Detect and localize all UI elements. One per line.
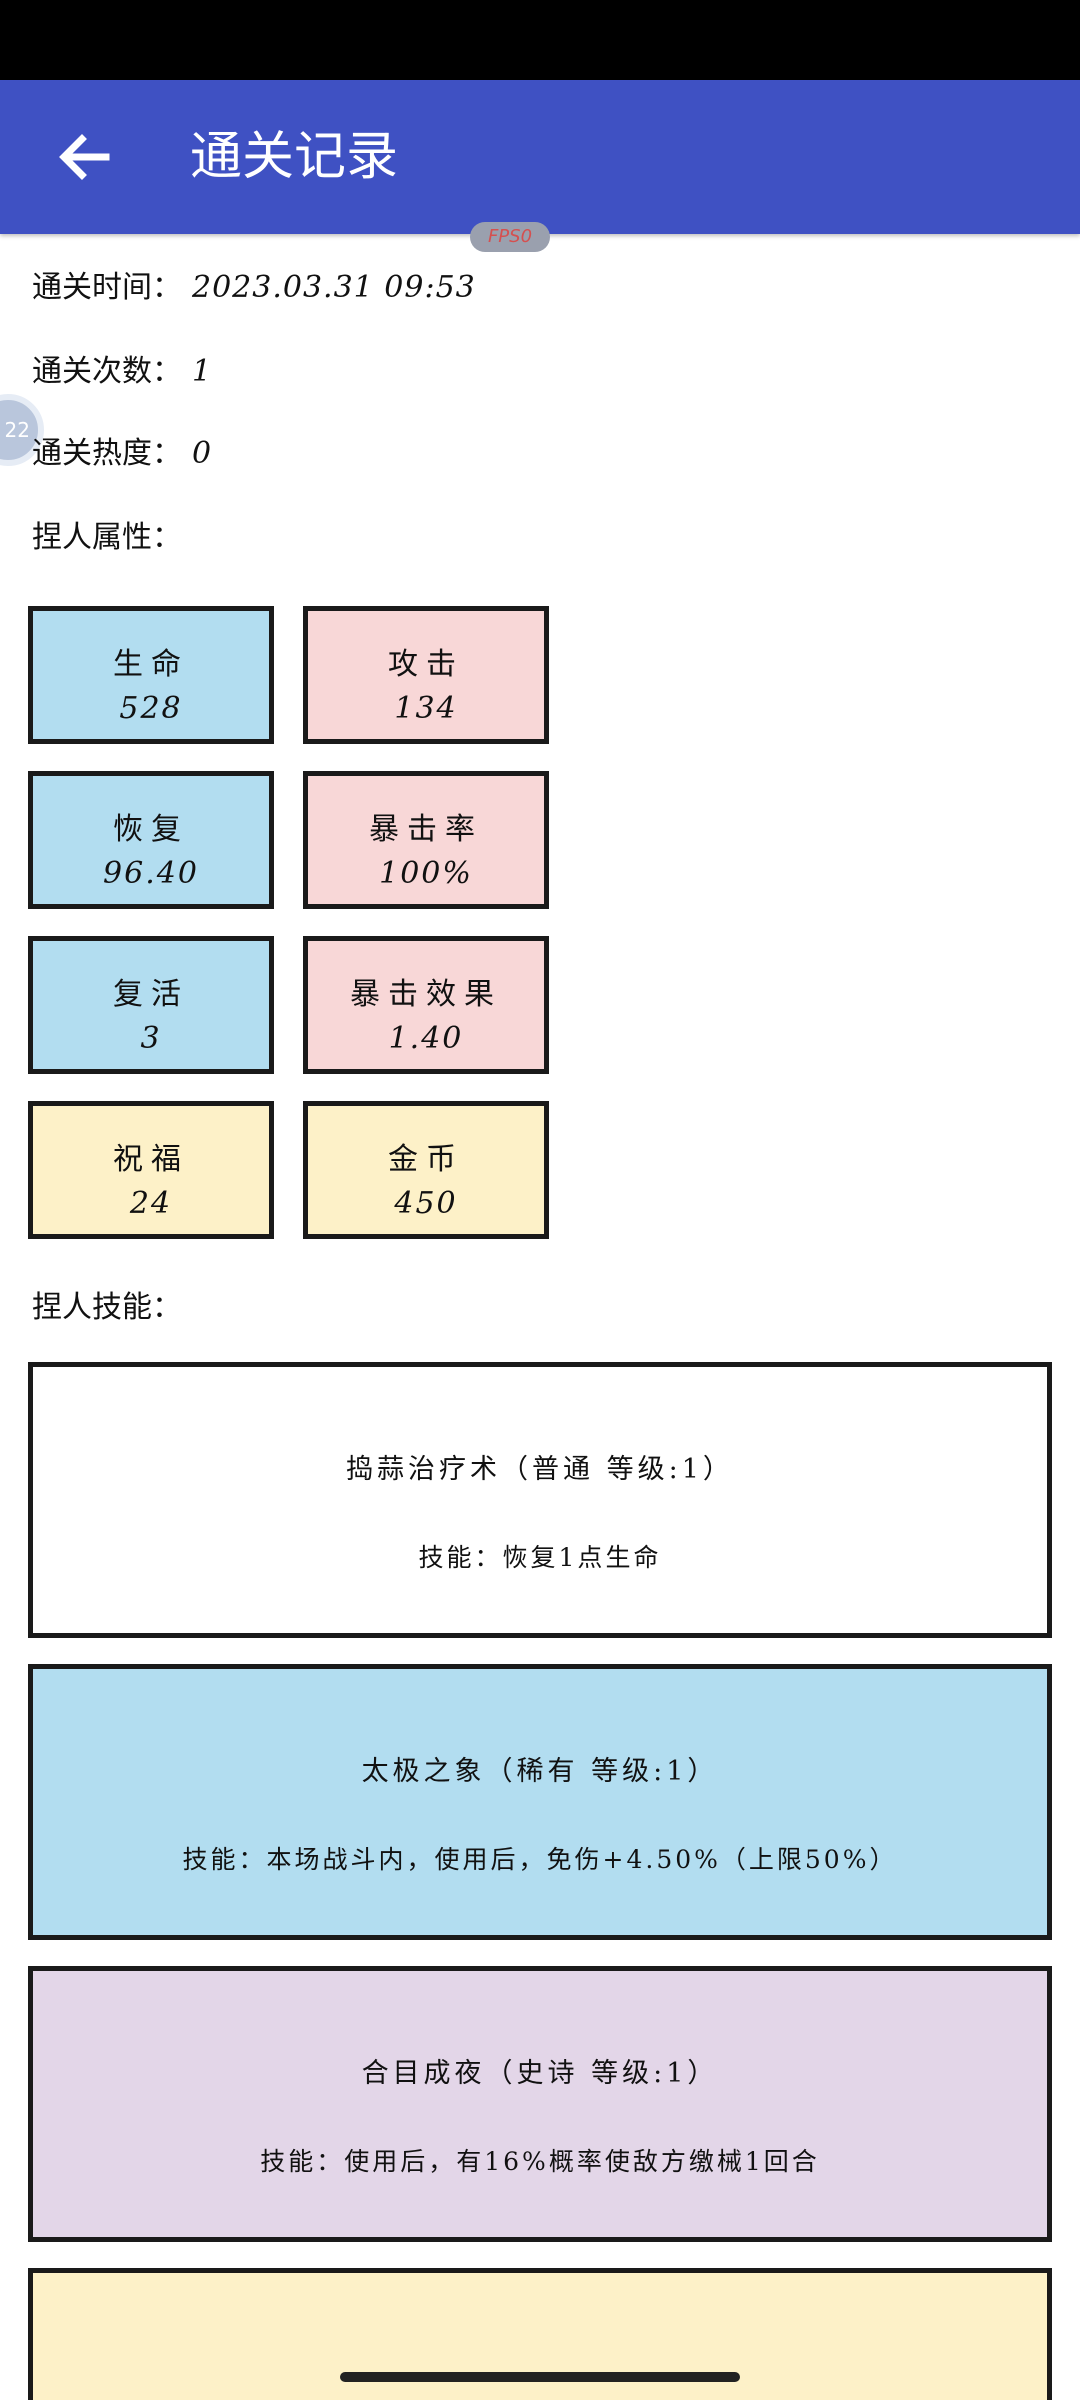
stat-label: 祝福 (113, 1142, 189, 1177)
skill-desc: 技能：本场战斗内，使用后，免伤+4.50%（上限50%） (182, 1845, 898, 1874)
arrow-left-icon (59, 134, 110, 180)
skill-name: 捣蒜治疗术（普通 等级:1） (346, 1454, 734, 1485)
clear-time-value: 2023.03.31 09:53 (192, 270, 476, 305)
attributes-heading: 捏人属性： (32, 512, 182, 556)
clear-time-row: 通关时间： 2023.03.31 09:53 (32, 262, 476, 306)
attributes-label: 捏人属性： (32, 520, 182, 555)
skills-heading: 捏人技能： (32, 1290, 182, 1325)
clear-heat-row: 通关热度： 0 (32, 428, 212, 472)
stat-value: 3 (140, 1021, 162, 1056)
stat-value: 96.40 (103, 856, 199, 891)
stat-value: 450 (394, 1186, 458, 1221)
clear-heat-label: 通关热度： (32, 436, 182, 471)
stat-label: 生命 (113, 647, 189, 682)
stat-value: 528 (119, 691, 183, 726)
skill-desc: 技能：使用后，有16%概率使敌方缴械1回合 (260, 2147, 820, 2176)
stat-card-attack: 攻击 134 (303, 606, 549, 744)
clear-count-row: 通关次数： 1 (32, 346, 212, 390)
skill-card: 合目成夜（史诗 等级:1） 技能：使用后，有16%概率使敌方缴械1回合 (28, 1966, 1052, 2242)
stat-value: 24 (129, 1186, 173, 1221)
clear-heat-value: 0 (192, 436, 213, 471)
stat-label: 复活 (113, 977, 189, 1012)
stat-card-revive: 复活 3 (28, 936, 274, 1074)
clear-count-label: 通关次数： (32, 354, 182, 389)
app-bar: 通关记录 (0, 80, 1080, 234)
fps-badge: FPS0 (470, 222, 550, 252)
clear-time-label: 通关时间： (32, 270, 182, 305)
stat-label: 金币 (388, 1142, 464, 1177)
stat-card-hp: 生命 528 (28, 606, 274, 744)
stat-card-gold: 金币 450 (303, 1101, 549, 1239)
stat-label: 攻击 (388, 647, 464, 682)
page-title: 通关记录 (190, 127, 399, 187)
stat-card-blessing: 祝福 24 (28, 1101, 274, 1239)
stat-label: 暴击率 (369, 812, 483, 847)
stat-label: 暴击效果 (350, 977, 502, 1012)
stat-card-crit-rate: 暴击率 100% (303, 771, 549, 909)
clear-count-value: 1 (192, 354, 213, 389)
stat-card-crit-effect: 暴击效果 1.40 (303, 936, 549, 1074)
skill-name: 合目成夜（史诗 等级:1） (361, 2058, 719, 2089)
skill-name: 太极之象（稀有 等级:1） (361, 1756, 719, 1787)
skill-desc: 技能：恢复1点生命 (418, 1543, 662, 1572)
skill-card: 捣蒜治疗术（普通 等级:1） 技能：恢复1点生命 (28, 1362, 1052, 1638)
stat-value: 1.40 (388, 1021, 464, 1056)
back-button[interactable] (52, 124, 118, 190)
stat-value: 134 (394, 691, 458, 726)
home-indicator[interactable] (340, 2372, 740, 2382)
stat-label: 恢复 (113, 812, 189, 847)
status-bar (0, 0, 1080, 80)
skill-card: 太极之象（稀有 等级:1） 技能：本场战斗内，使用后，免伤+4.50%（上限50… (28, 1664, 1052, 1940)
stat-value: 100% (379, 856, 473, 891)
stat-card-recovery: 恢复 96.40 (28, 771, 274, 909)
